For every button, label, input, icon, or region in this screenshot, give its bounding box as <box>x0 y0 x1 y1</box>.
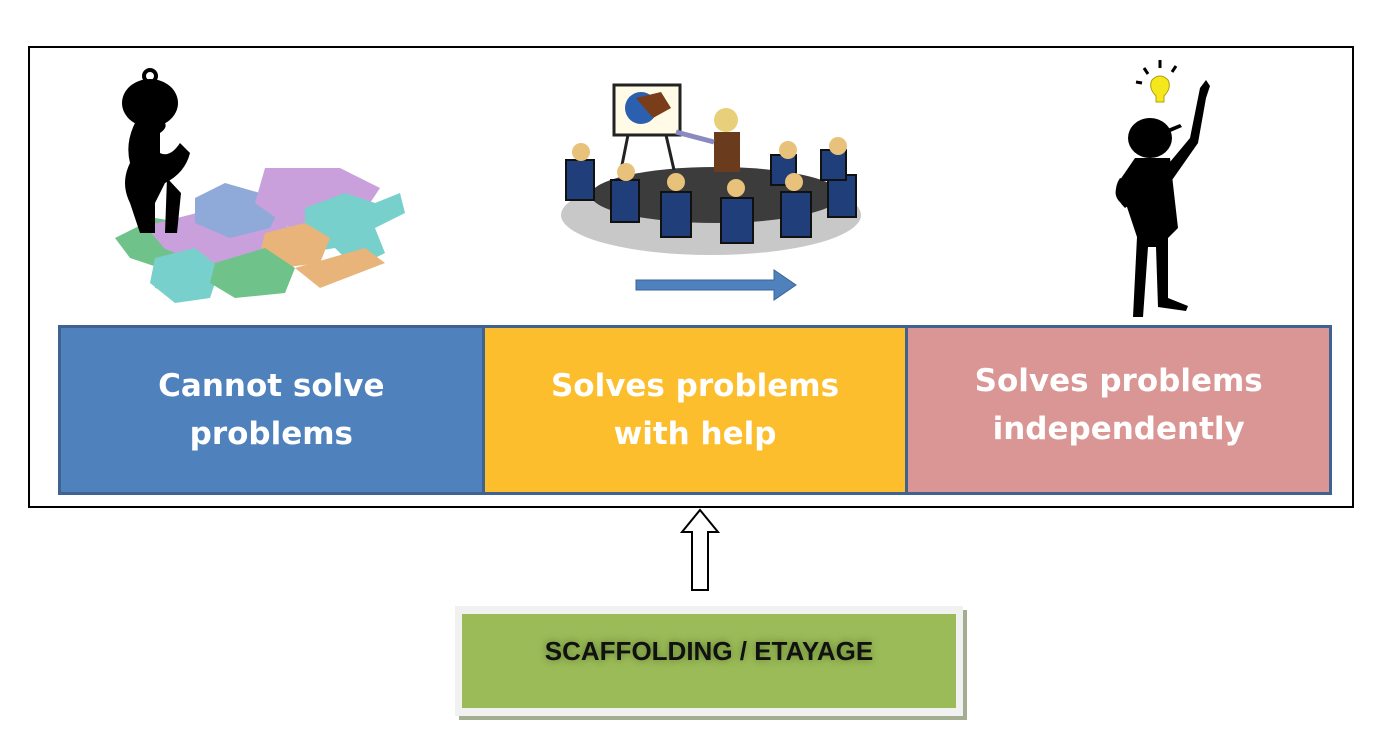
stage-label-line1: Solves problems <box>974 363 1263 399</box>
right-arrow-icon <box>635 269 797 301</box>
students-in-chairs <box>565 149 857 244</box>
stage-label-line2: independently <box>992 411 1245 447</box>
stage-solves-with-help: Solves problems with help <box>481 328 906 492</box>
teacher-figure <box>675 108 740 172</box>
confused-person-on-puzzle-icon <box>115 68 405 303</box>
stage-cannot-solve: Cannot solve problems <box>61 328 482 492</box>
stage-label-line1: Solves problems <box>550 368 840 404</box>
presentation-easel <box>612 83 682 171</box>
stage-solves-independently: Solves problems independently <box>905 328 1330 492</box>
thinking-person-silhouette <box>1115 80 1210 317</box>
scaffolding-fill: SCAFFOLDING / ETAYAGE <box>462 614 956 708</box>
stage-label-line2: with help <box>613 416 777 452</box>
stage-label-line1: Cannot solve <box>158 368 385 404</box>
puzzle-pieces <box>115 168 405 303</box>
confused-person-silhouette <box>122 68 190 233</box>
scaffolding-label: SCAFFOLDING / ETAYAGE <box>544 636 874 666</box>
up-arrow-icon <box>679 508 721 591</box>
learning-stages-bar: Cannot solve problems Solves problems wi… <box>58 325 1332 495</box>
teacher-classroom-meeting-icon <box>561 83 861 255</box>
lightbulb-icon <box>1135 60 1178 103</box>
stage-label-line2: problems <box>189 416 354 452</box>
scaffolding-box: SCAFFOLDING / ETAYAGE <box>455 606 963 716</box>
person-with-idea-lightbulb-icon <box>1115 60 1210 317</box>
